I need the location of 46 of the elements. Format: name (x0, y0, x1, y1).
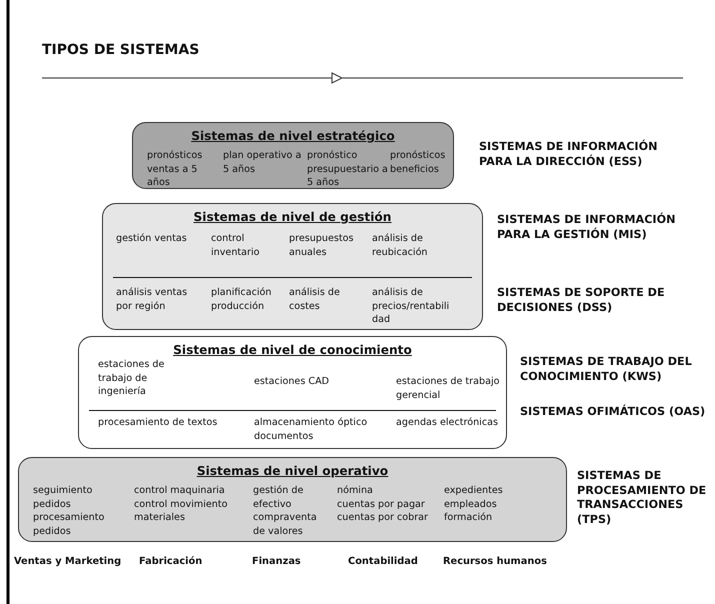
system-example: agendas electrónicas (396, 416, 499, 430)
system-example: estaciones de trabajo gerencial (396, 375, 501, 402)
system-example: cuentas por pagar (337, 498, 426, 511)
system-example: control inventario (211, 232, 261, 259)
system-example: pronósticos beneficios (390, 149, 446, 176)
system-example: pronóstico presupuestario a 5 años (307, 149, 389, 190)
system-example: análisis ventas por región (116, 286, 188, 313)
system-type-label: SISTEMAS DE INFORMACIÓN PARA LA GESTIÓN (MIS) (497, 213, 676, 242)
system-type-label: SISTEMAS DE TRABAJO DEL CONOCIMIENTO (KWS) (520, 355, 693, 384)
system-example: control movimiento materiales (134, 498, 228, 524)
system-example: cuentas por cobrar (337, 511, 429, 524)
level-panel (78, 336, 507, 449)
level-panel (18, 457, 567, 542)
department-label: Recursos humanos (443, 556, 547, 567)
system-example: procesamiento de textos (98, 416, 218, 430)
system-example: plan operativo a 5 años (223, 149, 302, 176)
system-example: nómina (337, 484, 374, 498)
department-label: Ventas y Marketing (14, 556, 122, 567)
level-panel (132, 122, 454, 189)
system-example: gestión ventas (116, 232, 188, 246)
department-label: Contabilidad (348, 556, 418, 567)
department-label: Fabricación (139, 556, 202, 567)
system-type-label: SISTEMAS DE INFORMACIÓN PARA LA DIRECCIÓN (ESS) (479, 140, 658, 169)
level-heading: Sistemas de nivel operativo (196, 464, 388, 478)
system-example: control maquinaria (134, 484, 226, 498)
system-example: planificación producción (211, 286, 272, 313)
system-example: análisis de costes (289, 286, 341, 313)
system-example: presupuestos anuales (289, 232, 355, 259)
level-heading: Sistemas de nivel de gestión (194, 210, 392, 224)
system-example: almacenamiento óptico documentos (254, 416, 368, 443)
level-panel (102, 203, 483, 330)
system-example: análisis de precios/rentabilidad (372, 286, 450, 326)
system-example: estaciones de trabajo de ingeniería (98, 358, 166, 398)
system-example: pronósticos ventas a 5 años (147, 149, 204, 190)
system-type-label: SISTEMAS DE PROCESAMIENTO DE TRANSACCIONES (TPS) (577, 469, 708, 527)
department-label: Finanzas (252, 556, 301, 567)
system-type-label: SISTEMAS DE SOPORTE DE DECISIONES (DSS) (497, 286, 666, 315)
level-heading: Sistemas de nivel de conocimiento (173, 343, 412, 357)
system-example: compraventa de valores (253, 511, 318, 538)
system-example: procesamiento pedidos (33, 511, 106, 538)
system-example: formación (444, 511, 494, 524)
level-heading: Sistemas de nivel estratégico (191, 129, 395, 143)
title: TIPOS DE SISTEMAS (42, 42, 200, 58)
system-example: estaciones CAD (254, 375, 330, 388)
system-example: análisis de reubicación (372, 232, 429, 259)
system-type-label: SISTEMAS OFIMÁTICOS (OAS) (520, 405, 706, 420)
